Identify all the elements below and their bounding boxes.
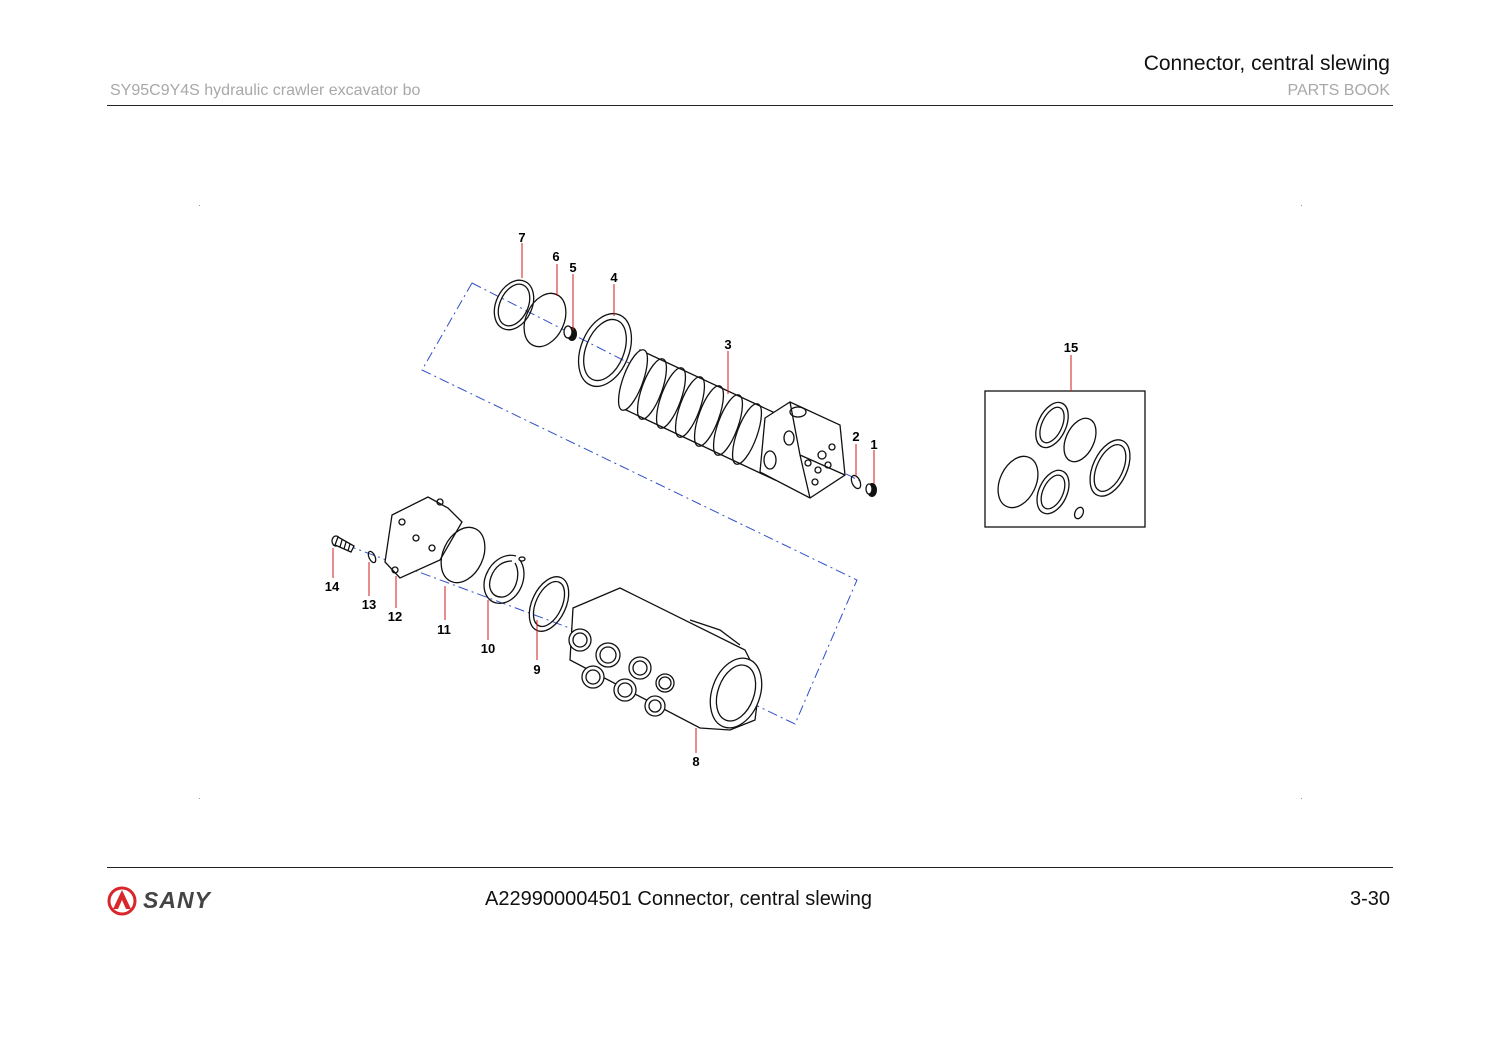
part-5-plug: [563, 325, 577, 341]
brand-name: SANY: [143, 887, 211, 913]
callout-9: 9: [533, 662, 540, 677]
part-description: A229900004501 Connector, central slewing: [485, 888, 872, 910]
part-3-rotor: [617, 349, 846, 499]
part-14-bolt: [331, 535, 355, 553]
part-15-seal-kit: [984, 390, 1146, 528]
page-title: Connector, central slewing: [1143, 52, 1390, 75]
callout-14: 14: [325, 579, 340, 594]
sany-logo: SANY: [107, 885, 237, 917]
part-4-ring: [577, 312, 633, 388]
callout-7: 7: [518, 230, 525, 245]
page-number: 3-30: [1349, 888, 1390, 910]
assembly-centerline: [421, 282, 858, 725]
part-9-ring: [528, 576, 570, 632]
crop-marks: [199, 205, 1302, 799]
part-11-seal: [440, 526, 486, 584]
book-label: PARTS BOOK: [1287, 82, 1390, 99]
callout-11: 11: [437, 622, 451, 637]
part-1-plug: [865, 483, 877, 497]
callout-6: 6: [552, 249, 559, 264]
part-8-housing: [568, 587, 763, 731]
callout-2: 2: [852, 429, 859, 444]
part-10-snap-ring: [483, 554, 526, 604]
callout-5: 5: [569, 260, 576, 275]
callout-8: 8: [692, 754, 699, 769]
header-rule: [107, 105, 1393, 106]
callout-4: 4: [610, 270, 618, 285]
part-7-ring: [493, 279, 535, 331]
part-13-washer: [367, 550, 377, 564]
callout-3: 3: [724, 337, 731, 352]
callout-10: 10: [481, 641, 495, 656]
footer-rule: [107, 867, 1393, 868]
sany-emblem-icon: [107, 886, 137, 916]
part-12-cover: [384, 496, 463, 579]
leader-lines: [332, 243, 1072, 753]
part-2-oring: [850, 474, 862, 490]
callout-12: 12: [388, 609, 402, 624]
axis-line-lower: [345, 544, 576, 631]
callout-13: 13: [362, 597, 376, 612]
callout-1: 1: [870, 437, 877, 452]
callout-15: 15: [1064, 340, 1078, 355]
document-subtitle: SY95C9Y4S hydraulic crawler excavator bo: [110, 82, 421, 99]
